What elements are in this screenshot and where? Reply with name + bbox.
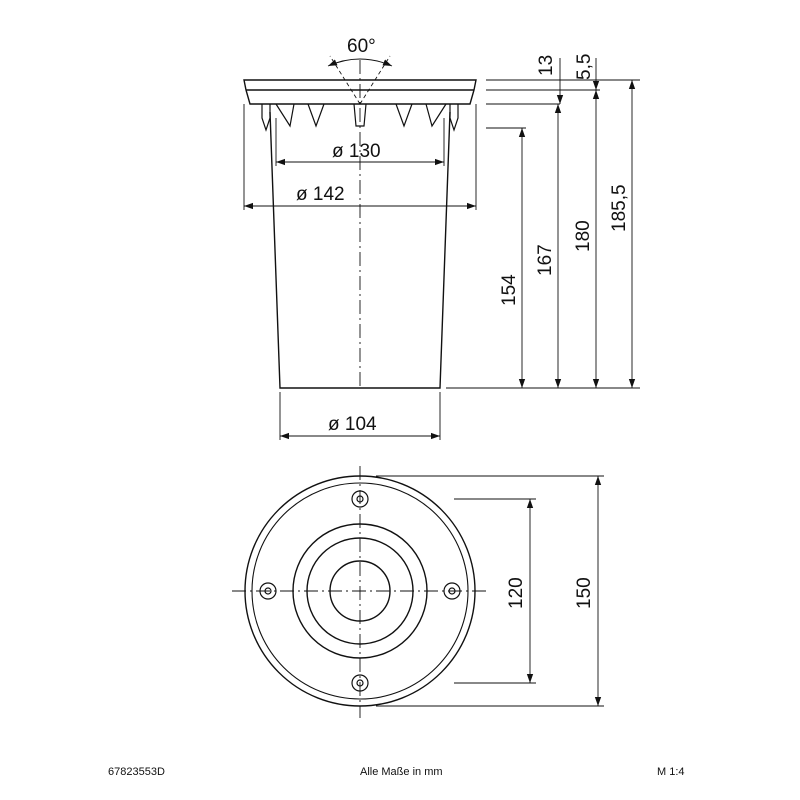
dim-104: ø 104 — [328, 414, 377, 435]
dim-180: 180 — [573, 220, 594, 252]
article-number: 67823553D — [108, 766, 165, 778]
dimension-lines-side — [243, 58, 640, 440]
dim-185-5: 185,5 — [609, 184, 630, 232]
dim-5-5: 5,5 — [574, 54, 595, 80]
scale-label: M 1:4 — [657, 766, 685, 778]
dim-13: 13 — [536, 55, 557, 76]
units-note: Alle Maße in mm — [360, 766, 443, 778]
body-outline — [269, 111, 451, 389]
angle-label: 60° — [347, 36, 376, 57]
center-lines-plan — [232, 466, 490, 718]
beam-angle — [327, 55, 393, 105]
dim-150: 150 — [574, 577, 595, 609]
dim-120: 120 — [506, 577, 527, 609]
dim-130: ø 130 — [332, 141, 381, 162]
dimension-lines-plan — [376, 475, 604, 707]
dim-142: ø 142 — [296, 184, 345, 205]
dim-154: 154 — [499, 274, 520, 306]
dim-167: 167 — [535, 244, 556, 276]
